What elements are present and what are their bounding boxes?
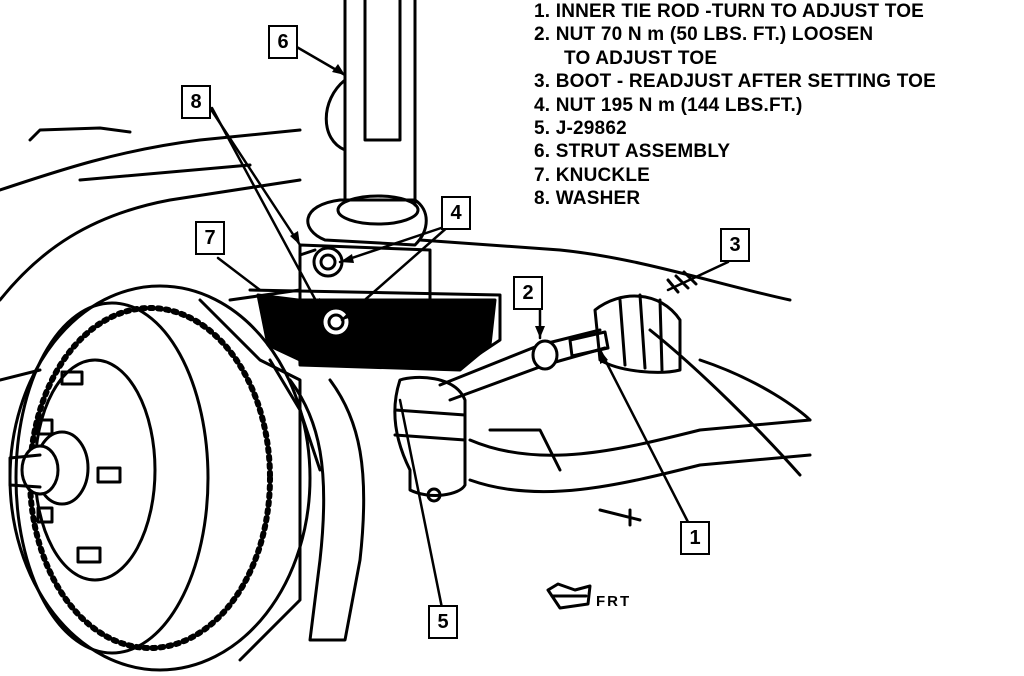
callout-4: 4 (441, 196, 471, 230)
legend-item-2: 2. NUT 70 N m (50 LBS. FT.) LOOSEN (534, 24, 874, 46)
boot-marks (666, 270, 698, 294)
callout-3: 3 (720, 228, 750, 262)
callout-6: 6 (268, 25, 298, 59)
callout-1: 1 (680, 521, 710, 555)
callout-8: 8 (181, 85, 211, 119)
front-arrow-icon (546, 582, 592, 610)
legend-item-4: 4. NUT 195 N m (144 LBS.FT.) (534, 94, 803, 116)
legend-item-1: 1. INNER TIE ROD -TURN TO ADJUST TOE (534, 1, 925, 22)
tie-rod-assembly (393, 293, 812, 527)
callout-7: 7 (195, 221, 225, 255)
parts-legend: 1. INNER TIE ROD -TURN TO ADJUST TOE 2. … (534, 0, 1020, 211)
legend-item-8: 8. WASHER (534, 188, 641, 210)
leader-arrowheads (290, 64, 608, 364)
legend-item-7: 7. KNUCKLE (534, 164, 651, 186)
wheel-hub (8, 370, 122, 564)
leader-lines (208, 44, 730, 610)
legend-item-2-continued: TO ADJUST TOE (564, 47, 718, 69)
legend-item-6: 6. STRUT ASSEMBLY (534, 141, 731, 163)
body-panel-lines (0, 126, 812, 477)
callout-5: 5 (428, 605, 458, 639)
legend-item-3: 3. BOOT - READJUST AFTER SETTING TOE (534, 71, 937, 93)
callout-2: 2 (513, 276, 543, 310)
front-direction-label: FRT (596, 593, 632, 610)
legend-item-5: 5. J-29862 (534, 118, 627, 140)
strut-bolts (298, 246, 352, 338)
